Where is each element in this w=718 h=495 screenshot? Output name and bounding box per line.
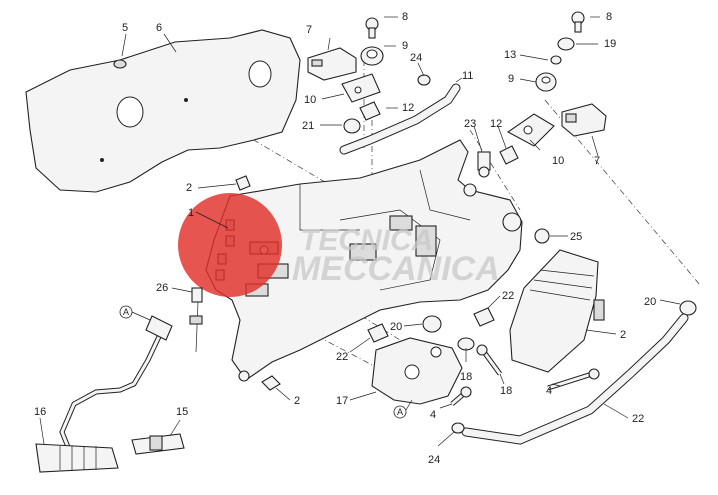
callout-8-top: 8 [402, 11, 408, 23]
callout-labels: 5 6 7 8 9 24 11 10 12 21 8 19 13 9 12 23… [34, 11, 656, 466]
callout-16: 17 [336, 395, 348, 407]
marker-a-bottom: A [393, 405, 407, 419]
callout-10-right: 10 [552, 155, 564, 167]
nut-part-2-top [235, 175, 251, 191]
watermark-disc [178, 193, 282, 297]
control-unit-part-3 [509, 249, 605, 373]
callout-5: 5 [122, 22, 128, 34]
callout-12-top: 12 [402, 102, 414, 114]
clip-part-24-top [417, 74, 431, 86]
sensor-part-14 [131, 433, 185, 455]
callout-25: 25 [570, 231, 582, 243]
sensor-connector-part-26 [189, 287, 203, 353]
callout-19: 20 [390, 321, 402, 333]
callout-4-bottom: 4 [430, 409, 436, 421]
clip-part-12-top [359, 101, 381, 121]
hose-part-11 [339, 83, 461, 155]
callout-14: 15 [176, 406, 188, 418]
callout-2-top: 2 [186, 182, 192, 194]
callout-8-right: 8 [606, 11, 612, 23]
callout-10-top: 10 [304, 94, 316, 106]
leader-lines [39, 16, 681, 447]
watermark-word-2: MECCANICA [292, 250, 500, 288]
bracket-part-10-top [341, 73, 381, 103]
relay-part-7-top [307, 47, 357, 81]
watermark-logo: TECNICA MECCANICA [178, 193, 500, 297]
callout-24-bottom: 24 [428, 454, 440, 466]
hose-part-21 [461, 313, 689, 445]
sensor-cable-part-15 [35, 315, 173, 473]
clip-part-22-right [473, 307, 495, 327]
clip-part-22-left [367, 323, 389, 343]
bolt-part-4-bottom [450, 386, 472, 406]
bushing-part-9-top [360, 46, 384, 66]
callout-18-top: 19 [604, 38, 616, 50]
callout-7-top: 7 [306, 24, 312, 36]
grommet-part-19 [422, 315, 442, 333]
screw-part-8-top [365, 17, 379, 39]
callout-4-right: 4 [546, 385, 552, 397]
callout-18-mid: 18 [460, 371, 472, 383]
washer-part-13 [550, 55, 562, 65]
callout-9-right: 9 [508, 73, 514, 85]
marker-a-left: A [119, 305, 133, 319]
callout-1: 1 [188, 207, 194, 219]
callout-15: 16 [34, 406, 46, 418]
heat-shield-part-6 [25, 29, 301, 193]
callout-6: 6 [156, 22, 162, 34]
nut-part-2-bottom [261, 375, 281, 391]
svg-text:A: A [397, 407, 403, 417]
valve-part-23 [477, 151, 491, 178]
callout-13: 13 [504, 49, 516, 61]
callout-3: 2 [620, 329, 626, 341]
callout-22-left: 22 [336, 351, 348, 363]
washer-part-5 [113, 59, 127, 69]
bracket-part-10-right [506, 113, 555, 147]
washer-part-18-top [557, 37, 575, 51]
callout-26: 26 [156, 282, 168, 294]
bolt-part-17 [476, 344, 503, 376]
bushing-part-9-right [535, 72, 557, 92]
clamp-part-20-top [343, 118, 361, 134]
callout-23: 23 [464, 118, 476, 130]
callout-17: 18 [500, 385, 512, 397]
callout-12-right: 12 [490, 118, 502, 130]
relay-part-7-right [561, 103, 607, 137]
clip-part-24-bottom [451, 422, 465, 434]
bolt-part-4-right [547, 368, 600, 391]
watermark-word-1: TECNICA [300, 224, 433, 257]
callout-22-right: 22 [502, 290, 514, 302]
clip-part-12-right [499, 145, 519, 165]
bracket-part-16 [371, 337, 463, 405]
callout-2-bottom: 2 [294, 395, 300, 407]
callout-21: 22 [632, 413, 644, 425]
svg-text:A: A [123, 307, 129, 317]
plug-part-25 [534, 228, 550, 244]
callout-9-top: 9 [402, 40, 408, 52]
callout-20-top: 21 [302, 120, 314, 132]
callout-24-top: 24 [410, 52, 422, 64]
callout-11: 11 [462, 70, 473, 82]
clamp-part-20-right [679, 300, 697, 316]
callout-20-right: 20 [644, 296, 656, 308]
screw-part-8-right [571, 11, 585, 33]
callout-7-right: 7 [594, 155, 600, 167]
